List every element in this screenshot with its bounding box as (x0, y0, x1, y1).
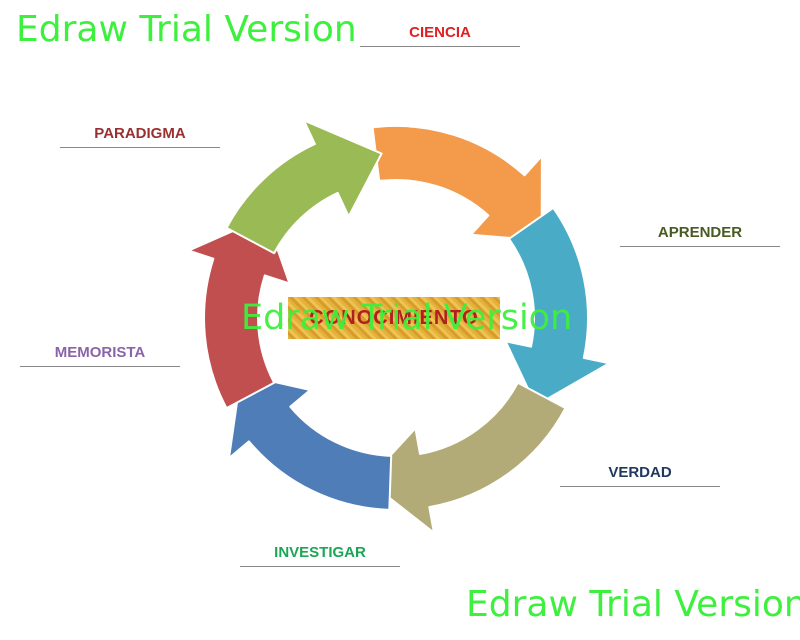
cycle-arrow-aprender (504, 206, 611, 407)
label-verdad: VERDAD (560, 465, 720, 487)
watermark-center: Edraw Trial Version (241, 298, 573, 338)
label-aprender: APRENDER (620, 225, 780, 247)
cycle-arrow-verdad (366, 381, 567, 534)
label-ciencia-underline (360, 46, 520, 47)
cycle-arrow-investigar (228, 373, 393, 511)
label-investigar-text: INVESTIGAR (274, 544, 366, 561)
center-box: CONOCIMIENTO (288, 297, 500, 339)
label-paradigma-underline (60, 147, 220, 148)
watermark-top: Edraw Trial Version (16, 9, 357, 50)
label-verdad-underline (560, 486, 720, 487)
label-memorista: MEMORISTA (20, 345, 180, 367)
label-paradigma: PARADIGMA (60, 126, 220, 148)
center-label: CONOCIMIENTO (309, 306, 479, 329)
label-investigar: INVESTIGAR (240, 545, 400, 567)
label-investigar-underline (240, 566, 400, 567)
watermark-bottom: Edraw Trial Version (466, 584, 800, 625)
label-memorista-text: MEMORISTA (54, 344, 146, 361)
label-aprender-text: APRENDER (657, 224, 743, 241)
cycle-arrow-memorista (187, 215, 291, 410)
label-memorista-underline (20, 366, 180, 367)
label-ciencia: CIENCIA (360, 25, 520, 47)
cycle-arrow-paradigma (225, 119, 383, 255)
label-ciencia-text: CIENCIA (409, 24, 471, 41)
cycle-arrow-ciencia (371, 124, 543, 242)
label-verdad-text: VERDAD (608, 464, 672, 481)
label-paradigma-text: PARADIGMA (94, 125, 186, 142)
label-aprender-underline (620, 246, 780, 247)
